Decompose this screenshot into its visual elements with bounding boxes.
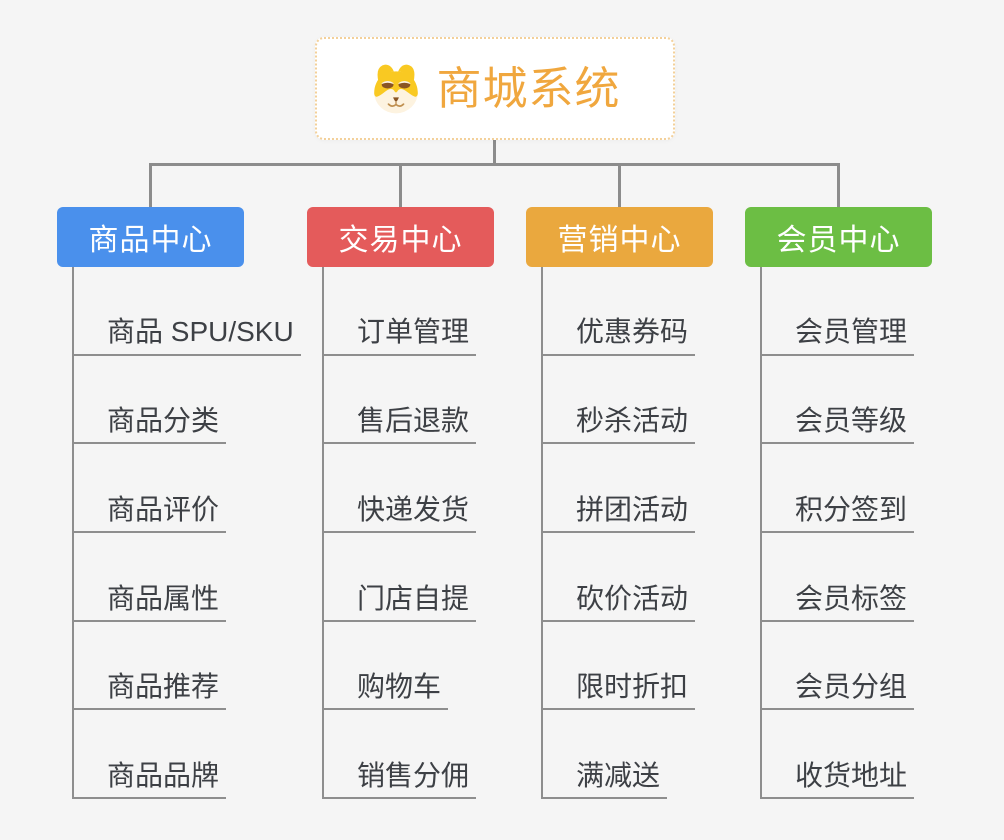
branch-item: 会员标签 [762,533,932,622]
branch-column: 营销中心 优惠券码秒杀活动拼团活动砍价活动限时折扣满减送 [526,207,713,800]
branch-item-label[interactable]: 会员管理 [762,316,915,356]
branch-header[interactable]: 商品中心 [57,207,244,267]
branch-item: 会员等级 [762,356,932,445]
branch-item-label[interactable]: 满减送 [543,760,668,800]
branch-item-list: 优惠券码秒杀活动拼团活动砍价活动限时折扣满减送 [541,267,713,800]
branch-item-label[interactable]: 售后退款 [324,405,477,445]
branch-item-list: 商品 SPU/SKU 商品分类商品评价商品属性商品推荐商品品牌 [72,267,301,800]
branch-item-label[interactable]: 积分签到 [762,494,915,534]
branch-item-label[interactable]: 快递发货 [324,494,477,534]
branch-header[interactable]: 会员中心 [745,207,932,267]
branch-item-label[interactable]: 购物车 [324,671,449,711]
branch-item: 门店自提 [324,533,494,622]
branch-item: 秒杀活动 [543,356,713,445]
branch-item-label[interactable]: 商品评价 [74,494,227,534]
branch-item-label[interactable]: 砍价活动 [543,583,696,622]
branch-item-list: 订单管理售后退款快递发货门店自提购物车销售分佣 [322,267,494,800]
branch-item: 拼团活动 [543,444,713,534]
branch-item-label[interactable]: 秒杀活动 [543,405,696,445]
branch-drop-line [149,163,152,209]
branch-item: 商品属性 [74,533,244,622]
branch-item-label[interactable]: 商品推荐 [74,671,227,711]
dog-face-icon [374,64,419,113]
branch-column: 商品中心 商品 SPU/SKU 商品分类商品评价商品属性商品推荐商品品牌 [57,207,301,800]
branch-item-label[interactable]: 优惠券码 [543,316,696,356]
branch-header[interactable]: 交易中心 [307,207,494,267]
branch-drop-line [399,163,402,209]
branch-bus-line [149,163,839,166]
branch-drop-line [837,163,840,209]
branch-item: 积分签到 [762,444,932,534]
branch-column: 交易中心 订单管理售后退款快递发货门店自提购物车销售分佣 [307,207,494,800]
branch-item: 会员管理 [762,267,932,356]
branch-item: 商品品牌 [74,710,244,800]
branch-item: 限时折扣 [543,622,713,711]
branch-item: 商品评价 [74,444,244,534]
branch-item-label[interactable]: 门店自提 [324,583,477,622]
branch-item: 订单管理 [324,267,494,356]
branch-item-label[interactable]: 销售分佣 [324,760,477,800]
branch-item-label[interactable]: 限时折扣 [543,671,696,711]
branch-item: 优惠券码 [543,267,713,356]
branch-item-label[interactable]: 会员等级 [762,405,915,445]
branch-drop-line [618,163,621,209]
branch-header[interactable]: 营销中心 [526,207,713,267]
branch-item-label[interactable]: 收货地址 [762,760,915,800]
branch-item-label[interactable]: 商品品牌 [74,760,227,800]
branch-item: 购物车 [324,622,494,711]
branch-item: 会员分组 [762,622,932,711]
branch-item-list: 会员管理会员等级积分签到会员标签会员分组收货地址 [760,267,932,800]
branch-item: 收货地址 [762,710,932,800]
branch-item: 商品推荐 [74,622,244,711]
branch-item-label[interactable]: 订单管理 [324,316,477,356]
branch-item: 商品 SPU/SKU [74,267,301,356]
branch-item: 满减送 [543,710,713,800]
branch-item-label[interactable]: 拼团活动 [543,494,696,534]
branch-item-label[interactable]: 会员分组 [762,671,915,711]
branch-item-label[interactable]: 商品 SPU/SKU [74,316,301,356]
branch-item-label[interactable]: 商品分类 [74,405,227,445]
branch-item-label[interactable]: 商品属性 [74,583,227,622]
branch-item: 售后退款 [324,356,494,445]
branch-item: 快递发货 [324,444,494,534]
branch-item: 砍价活动 [543,533,713,622]
root-node[interactable]: 商城系统 [315,37,675,140]
branch-item: 商品分类 [74,356,244,445]
branch-item: 销售分佣 [324,710,494,800]
branch-column: 会员中心 会员管理会员等级积分签到会员标签会员分组收货地址 [745,207,932,800]
root-stem-line [493,139,496,166]
branch-item-label[interactable]: 会员标签 [762,583,915,622]
root-title: 商城系统 [436,63,621,114]
